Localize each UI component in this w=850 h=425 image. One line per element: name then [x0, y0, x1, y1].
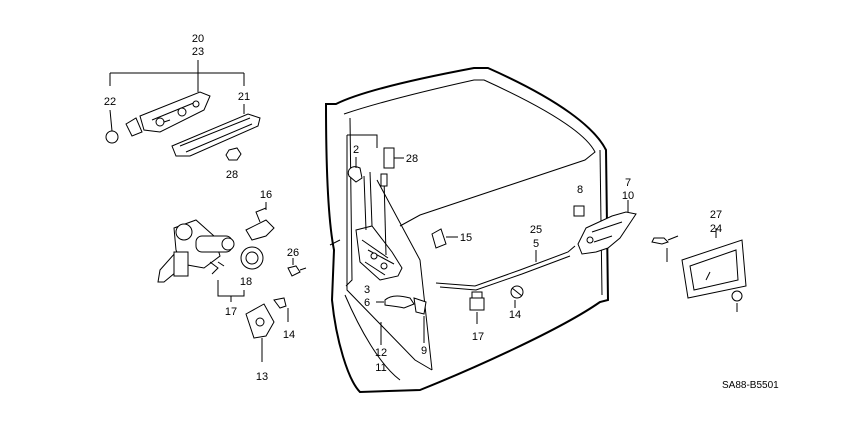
escutcheon-7-10 [681, 228, 747, 299]
part-30-clip [384, 295, 427, 315]
callout-5: 7 [625, 177, 631, 189]
screw-26 [287, 258, 307, 277]
callout-25: 8 [577, 184, 583, 196]
screw-24 [731, 290, 743, 312]
callout-6: 15 [460, 232, 472, 244]
callout-19: 28 [406, 153, 418, 165]
callout-28: 28 [226, 169, 238, 181]
part-22-button [105, 109, 119, 144]
callout-20: 20 [192, 33, 204, 45]
screw-27 [651, 235, 679, 262]
callout-29: 3 [364, 284, 370, 296]
callout-9: 25 [530, 224, 542, 236]
part-18-seal [240, 246, 264, 270]
part-12-clip [469, 291, 485, 324]
callout-7: 27 [710, 209, 722, 221]
callout-16: 16 [260, 189, 272, 201]
part-25-clip [573, 205, 585, 217]
callout-12: 17 [472, 331, 484, 343]
callout-1: 12 [375, 347, 387, 359]
callout-10: 24 [710, 223, 722, 235]
part-6-clip [431, 228, 458, 249]
callout-3: 9 [421, 345, 427, 357]
part-28-nut [225, 147, 242, 161]
callout-8: 10 [622, 190, 634, 202]
part-16-bracket [245, 202, 275, 241]
callout-17: 17 [225, 306, 237, 318]
callout-15: 5 [533, 238, 539, 250]
callout-14: 14 [283, 329, 295, 341]
callout-30: 6 [364, 297, 370, 309]
part-14-pin [273, 297, 289, 322]
callout-18: 18 [240, 276, 252, 288]
part-13-bracket [245, 303, 275, 362]
rod-9-15 [435, 245, 576, 291]
callout-4: 11 [375, 362, 386, 374]
latch-assembly [346, 134, 433, 371]
callout-21: 21 [238, 91, 250, 103]
part-19-bracket [383, 147, 404, 169]
callout-23: 23 [192, 46, 204, 58]
callout-26: 26 [287, 247, 299, 259]
callout-13: 13 [256, 371, 268, 383]
door-panel [324, 67, 610, 394]
part-11-clip [510, 285, 524, 308]
callout-22: 22 [104, 96, 116, 108]
outer-handle-assembly [109, 60, 261, 157]
lock-cylinder-assembly [157, 219, 235, 283]
diagram-code: SA88-B5501 [722, 380, 779, 391]
callout-11: 14 [509, 309, 521, 321]
inner-handle-5-8 [577, 200, 637, 255]
callout-2: 2 [353, 144, 359, 156]
